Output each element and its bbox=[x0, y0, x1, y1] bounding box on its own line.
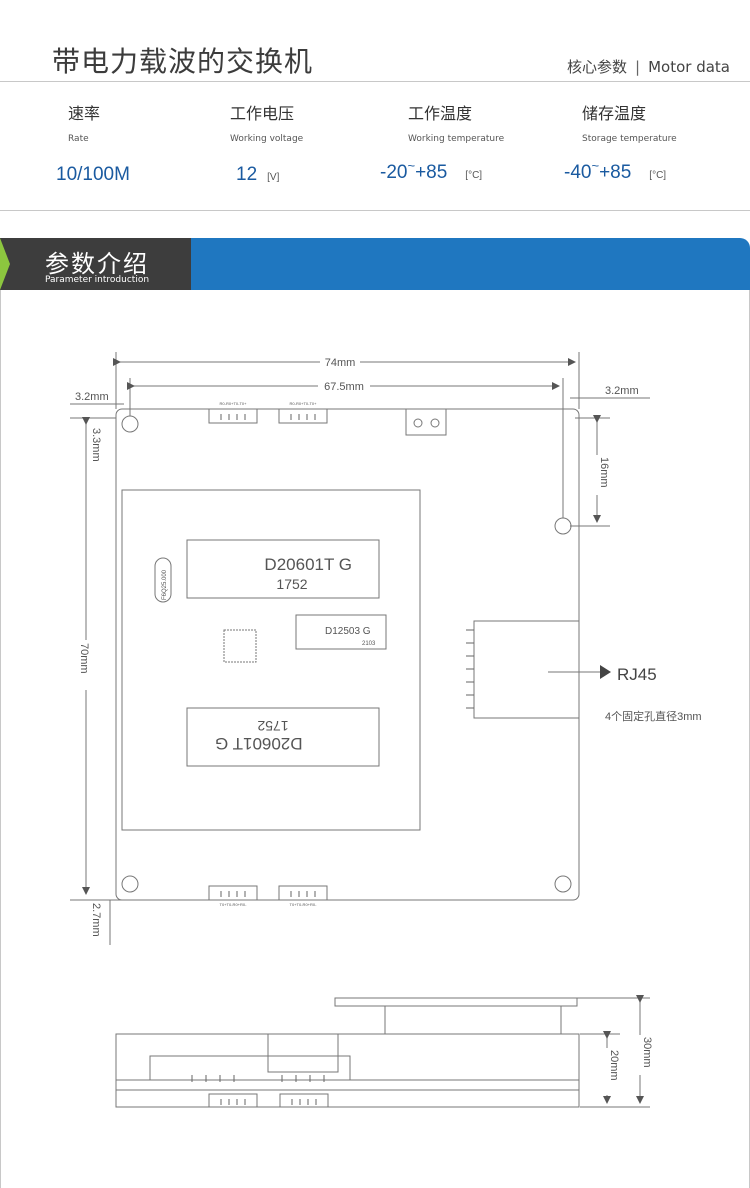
side-standoff bbox=[384, 1005, 562, 1035]
connector-bottom-right-label: T0+T0-R0+R0- bbox=[290, 902, 318, 907]
dim-hole-span: 67.5mm bbox=[324, 381, 364, 393]
side-base-board bbox=[115, 1033, 580, 1108]
spec-label-en: Working voltage bbox=[230, 134, 304, 144]
spec-unit: [V] bbox=[267, 172, 280, 183]
side-dim-outer: 30mm bbox=[641, 1037, 653, 1068]
spec-label-cn: 工作电压 bbox=[230, 104, 295, 123]
bottom-connector-left bbox=[208, 885, 258, 901]
spec-label-en: Working temperature bbox=[408, 134, 505, 144]
chip-main-top bbox=[186, 539, 380, 599]
specs-divider bbox=[0, 210, 750, 211]
chip-main-top-code: 1752 bbox=[276, 576, 307, 592]
mount-hole-icon bbox=[121, 875, 139, 893]
spec-tilde: ~ bbox=[591, 158, 600, 173]
top-connector-right bbox=[278, 408, 328, 424]
spec-label-en: Storage temperature bbox=[582, 134, 677, 144]
dim-height: 70mm bbox=[78, 643, 90, 674]
side-rj45 bbox=[267, 1033, 339, 1073]
section-banner: 参数介绍 Parameter introduction bbox=[0, 238, 750, 290]
page-title: 带电力载波的交换机 bbox=[52, 45, 314, 78]
holes-note: 4个固定孔直径3mm bbox=[605, 709, 702, 723]
qfp-chip bbox=[223, 629, 257, 663]
spec-value-min: -40 bbox=[564, 162, 592, 183]
spec-value-min: -20 bbox=[380, 162, 408, 183]
section-title-cn: 参数介绍 bbox=[45, 250, 149, 278]
subtitle: 核心参数 | Motor data bbox=[567, 56, 730, 77]
spec-storage-temp: 储存温度 Storage temperature -40~+85 [°C] bbox=[564, 100, 677, 184]
chip-small-label: D12503 G bbox=[325, 626, 371, 637]
connector-bottom-left-label: T0+T0-R0+R0- bbox=[220, 902, 248, 907]
dim-top-offset: 3.3mm bbox=[90, 428, 102, 462]
banner-accent bbox=[0, 238, 10, 290]
mount-hole-icon bbox=[554, 875, 572, 893]
arrow-icon bbox=[600, 665, 611, 679]
carrier-board bbox=[121, 489, 421, 831]
spec-label-en: Rate bbox=[68, 134, 89, 144]
mount-hole-icon bbox=[121, 415, 139, 433]
crystal-label: F6Q25.000 bbox=[162, 569, 168, 600]
side-carrier bbox=[149, 1055, 351, 1081]
spec-voltage: 工作电压 Working voltage 12 [V] bbox=[230, 100, 303, 186]
chip-main-bottom-code: 1752 bbox=[257, 718, 288, 734]
spec-tilde: ~ bbox=[407, 158, 416, 173]
subtitle-cn: 核心参数 bbox=[567, 58, 628, 76]
rj45-jack bbox=[473, 620, 580, 719]
connector-top-right-label: R0-R0+T0-T0+ bbox=[290, 401, 318, 406]
rj45-label: RJ45 bbox=[617, 665, 657, 684]
board-outline bbox=[115, 408, 580, 901]
crystal-oscillator bbox=[154, 557, 172, 603]
chip-main-bottom-label: D20601T G bbox=[215, 734, 303, 753]
subtitle-separator: | bbox=[635, 58, 641, 76]
chip-small bbox=[295, 614, 387, 650]
spec-rate: 速率 Rate 10/100M bbox=[56, 100, 130, 186]
top-connector-left bbox=[208, 408, 258, 424]
power-terminal bbox=[405, 408, 447, 436]
spec-value: 12 bbox=[236, 164, 258, 185]
header-divider bbox=[0, 81, 750, 82]
spec-label-cn: 工作温度 bbox=[408, 104, 473, 123]
dim-right-offset: 3.2mm bbox=[605, 385, 639, 397]
spec-value-max: +85 bbox=[415, 162, 448, 183]
chip-main-top-label: D20601T G bbox=[264, 555, 352, 574]
dim-left-offset: 3.2mm bbox=[75, 391, 109, 403]
spec-value-max: +85 bbox=[599, 162, 632, 183]
dim-bottom-offset: 2.7mm bbox=[90, 903, 102, 937]
banner-title-block bbox=[0, 238, 191, 290]
mount-hole-icon bbox=[554, 517, 572, 535]
chip-small-code: 2103 bbox=[362, 641, 376, 647]
chip-main-bottom bbox=[186, 707, 380, 767]
section-title-en: Parameter introduction bbox=[45, 275, 150, 285]
side-top-board bbox=[334, 997, 578, 1007]
spec-label-cn: 速率 bbox=[68, 104, 101, 123]
spec-working-temp: 工作温度 Working temperature -20~+85 [°C] bbox=[380, 100, 505, 184]
bottom-connector-right bbox=[278, 885, 328, 901]
spec-value: 10/100M bbox=[56, 164, 130, 185]
side-dim-inner: 20mm bbox=[608, 1050, 620, 1081]
subtitle-en: Motor data bbox=[648, 58, 730, 76]
spec-label-cn: 储存温度 bbox=[582, 104, 647, 123]
dim-total-width: 74mm bbox=[325, 357, 356, 369]
dim-hole-vertical: 16mm bbox=[598, 457, 610, 488]
spec-unit: [°C] bbox=[649, 170, 667, 181]
connector-top-left-label: R0-R0+T0-T0+ bbox=[220, 401, 248, 406]
spec-unit: [°C] bbox=[465, 170, 483, 181]
